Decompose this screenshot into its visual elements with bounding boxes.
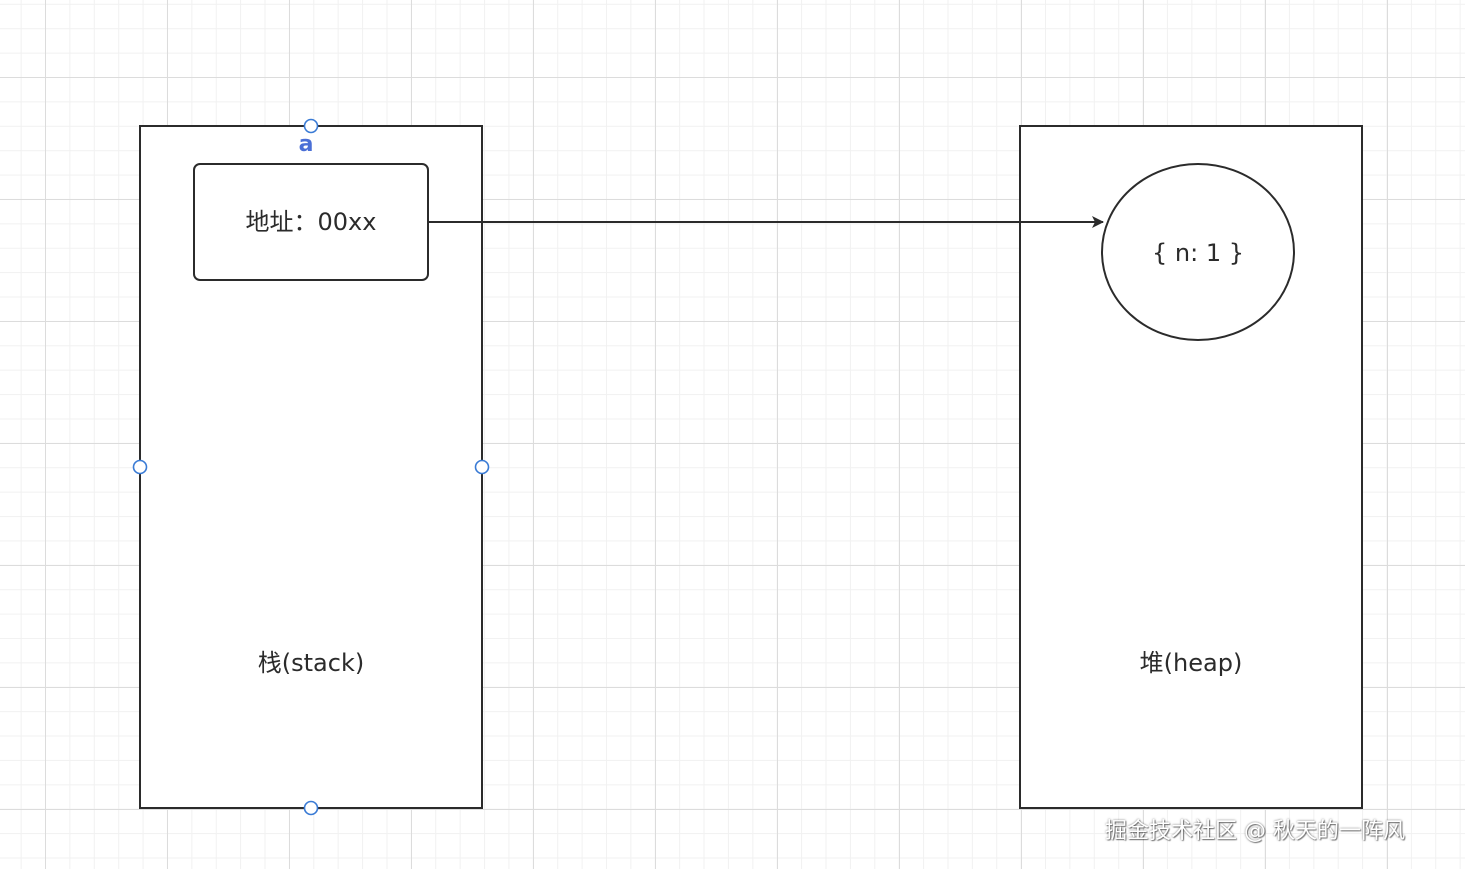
heap-object-ellipse[interactable] [1101, 163, 1295, 341]
selection-handle-bottom[interactable] [303, 800, 319, 816]
heap-label: 堆(heap) [1139, 649, 1243, 677]
heap-object-text: { n: 1 } [1152, 239, 1244, 267]
variable-name-label: a [298, 132, 314, 157]
watermark-text: 掘金技术社区 @ 秋天的一阵风 [1105, 819, 1405, 844]
stack-label: 栈(stack) [257, 649, 365, 677]
address-box-text: 地址：00xx [245, 208, 377, 236]
selection-handle-right[interactable] [474, 459, 490, 475]
selection-handle-top[interactable] [303, 118, 319, 134]
selection-handle-left[interactable] [132, 459, 148, 475]
